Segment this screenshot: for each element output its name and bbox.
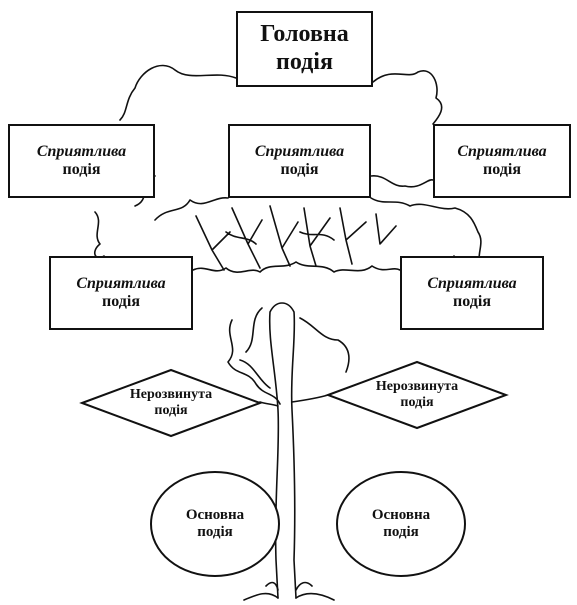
basic-event-label: Основна подія	[150, 472, 280, 576]
undeveloped-event-line2: подія	[154, 403, 188, 418]
favorable-event-line2: подія	[102, 293, 140, 310]
basic-circle-right	[336, 471, 466, 577]
basic-event-label: Основна подія	[336, 472, 466, 576]
undeveloped-event-line1: Нерозвинута	[375, 378, 459, 394]
tree-lower-foliage	[227, 307, 350, 405]
basic-event-line2: подія	[383, 524, 419, 540]
favorable-event-box: Сприятлива подія	[228, 124, 371, 198]
undeveloped-event-line2: подія	[400, 395, 434, 410]
undeveloped-diamond-left	[79, 368, 263, 438]
tree-connector	[259, 394, 329, 407]
favorable-event-box: Сприятлива подія	[8, 124, 155, 198]
favorable-event-box: Сприятлива подія	[400, 256, 544, 330]
favorable-event-line1: Сприятлива	[36, 142, 127, 160]
undeveloped-event-label: Нерозвинута подія	[328, 362, 506, 428]
favorable-event-box: Сприятлива подія	[49, 256, 193, 330]
main-event-line2: подія	[276, 49, 333, 75]
favorable-event-line2: подія	[62, 161, 101, 178]
main-event-line1: Головна	[260, 21, 349, 48]
undeveloped-event-label: Нерозвинута подія	[82, 370, 260, 436]
favorable-event-line1: Сприятлива	[76, 274, 166, 292]
undeveloped-event-line1: Нерозвинута	[129, 386, 213, 402]
tree-roots	[243, 581, 335, 601]
favorable-event-box: Сприятлива подія	[433, 124, 571, 198]
basic-event-line1: Основна	[185, 506, 245, 523]
favorable-event-line1: Сприятлива	[427, 274, 517, 292]
tree-branches	[195, 205, 397, 271]
favorable-event-line1: Сприятлива	[254, 142, 345, 160]
main-event-box: Головна подія	[236, 11, 373, 87]
basic-event-line1: Основна	[371, 506, 431, 523]
favorable-event-line1: Сприятлива	[457, 142, 547, 160]
favorable-event-line2: подія	[453, 293, 491, 310]
favorable-event-line2: подія	[483, 161, 521, 178]
basic-event-line2: подія	[197, 524, 233, 540]
undeveloped-diamond-right	[325, 360, 509, 430]
favorable-event-line2: подія	[280, 161, 319, 178]
basic-circle-left	[150, 471, 280, 577]
